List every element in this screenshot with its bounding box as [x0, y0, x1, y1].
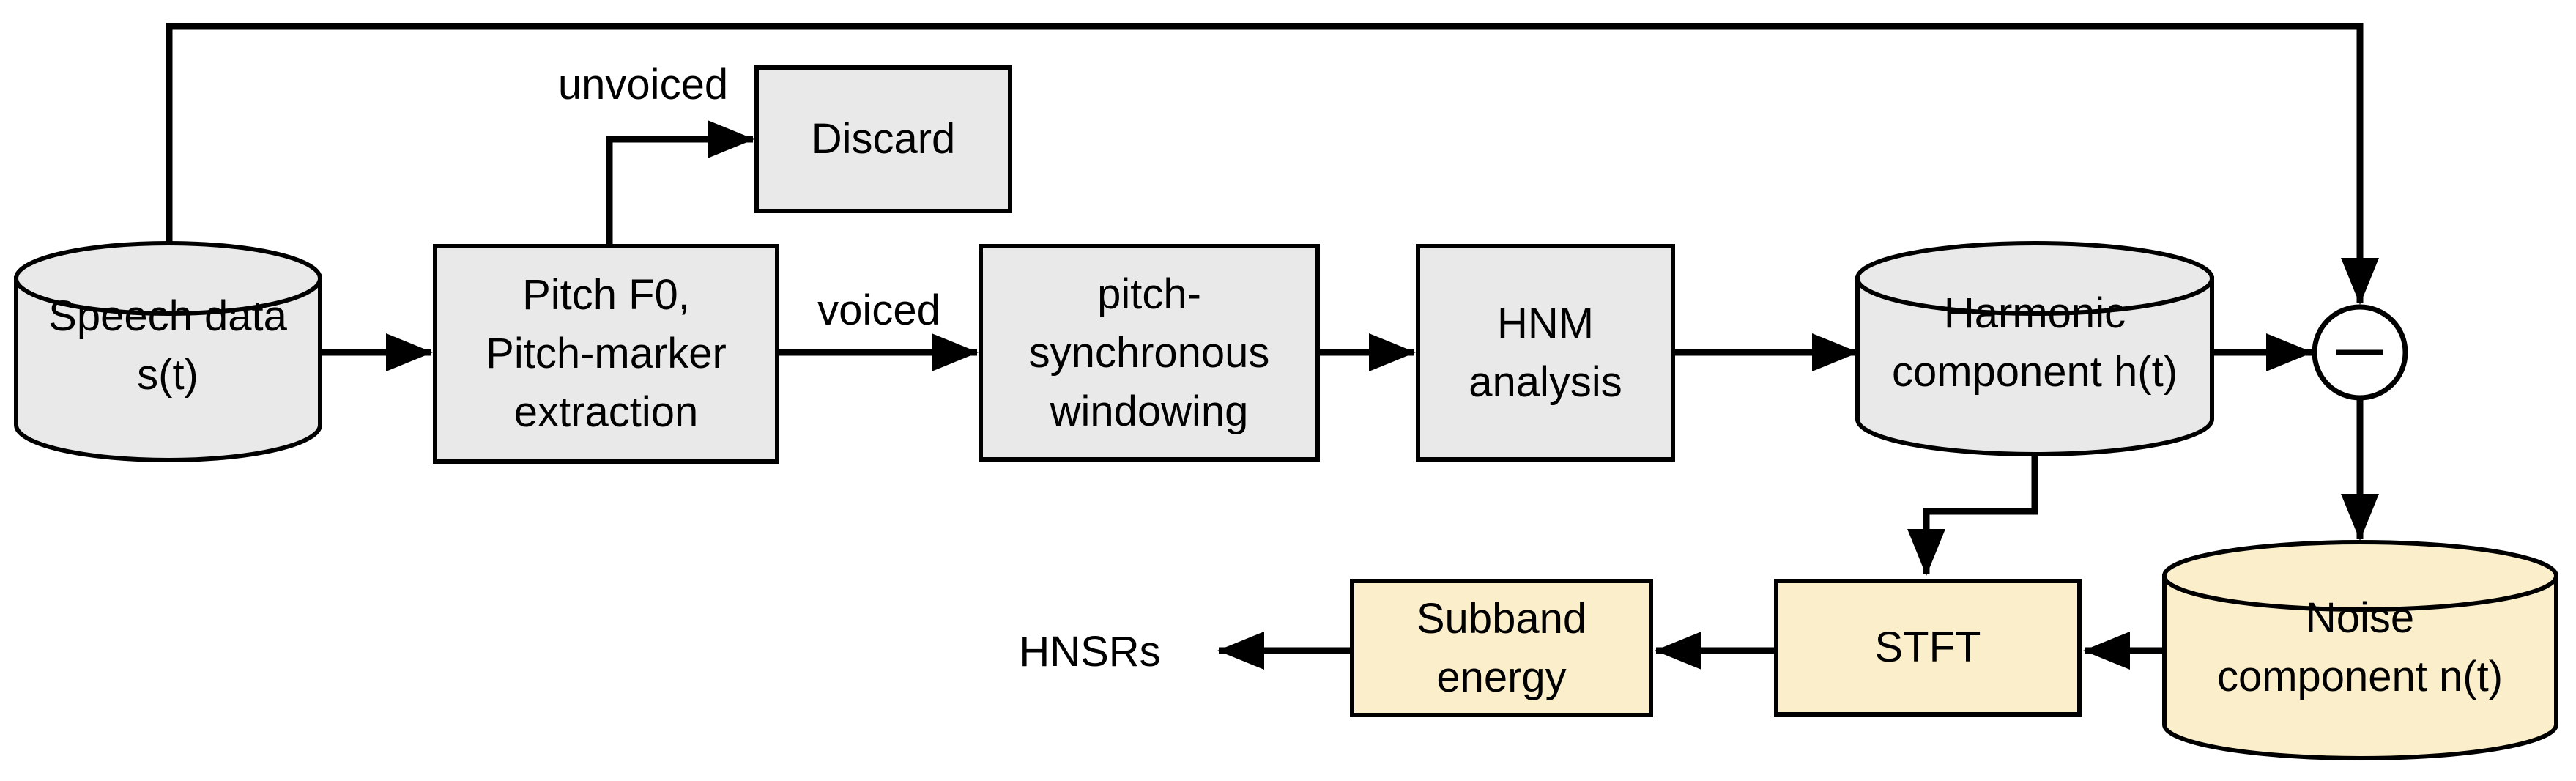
pitch-synchronous-windowing-box: pitch- synchronous windowing — [979, 244, 1320, 462]
harmonic-component-label: Harmonic component h(t) — [1892, 284, 2178, 401]
speech-label-line1: Speech data — [48, 292, 287, 340]
windowing-label-line1: pitch- — [1097, 270, 1201, 318]
subband-energy-box: Subband energy — [1350, 579, 1653, 717]
harmonic-label-line1: Harmonic — [1943, 289, 2126, 337]
speech-label-line2: s(t) — [137, 351, 198, 399]
stft-box: STFT — [1774, 579, 2082, 717]
noise-component-label: Noise component n(t) — [2217, 589, 2503, 706]
noise-label-line1: Noise — [2305, 594, 2415, 642]
edge-unvoiced-to-discard — [606, 120, 754, 244]
hnsrs-output-label: HNSRs — [1019, 628, 1161, 675]
hnm-label-line2: analysis — [1469, 358, 1622, 406]
stft-label: STFT — [1874, 623, 1981, 671]
pitch-extraction-label-line2: Pitch-marker — [486, 330, 727, 377]
unvoiced-edge-label: unvoiced — [557, 61, 729, 108]
speech-data-label: Speech data s(t) — [48, 287, 287, 404]
discard-label: Discard — [811, 115, 956, 163]
speech-data-cylinder — [14, 241, 322, 462]
noise-label-line2: component n(t) — [2216, 653, 2503, 700]
harmonic-label-line2: component h(t) — [1891, 348, 2178, 396]
voiced-edge-label: voiced — [817, 286, 940, 334]
pitch-extraction-label-line3: extraction — [513, 388, 699, 436]
hnm-label-line1: HNM — [1496, 299, 1595, 347]
noise-component-cylinder — [2162, 540, 2558, 760]
harmonic-component-cylinder — [1855, 241, 2214, 456]
pitch-extraction-label-line1: Pitch F0, — [522, 271, 690, 319]
discard-box: Discard — [754, 65, 1012, 213]
edge-harmonic-to-stft — [1907, 454, 2038, 576]
subtract-node — [2312, 304, 2408, 401]
edge-feedback-top — [166, 23, 2379, 305]
windowing-label-line2: synchronous — [1028, 328, 1270, 377]
hnm-analysis-box: HNM analysis — [1416, 244, 1675, 462]
subband-label-line1: Subband — [1416, 594, 1587, 643]
subband-label-line2: energy — [1436, 653, 1567, 701]
pitch-extraction-box: Pitch F0, Pitch-marker extraction — [433, 244, 779, 464]
windowing-label-line3: windowing — [1050, 387, 1249, 435]
